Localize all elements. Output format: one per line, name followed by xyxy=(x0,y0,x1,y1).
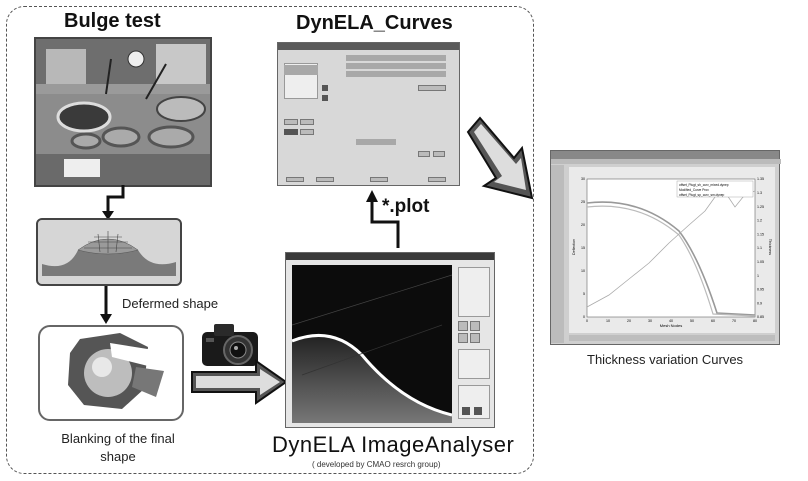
y-right-tick-label: 1.2 xyxy=(757,219,762,223)
blanking-caption-line1: Blanking of the final xyxy=(61,431,175,446)
y-right-tick-label: 1.3 xyxy=(757,191,762,195)
y-right-tick-label: 1.25 xyxy=(757,205,764,209)
x-tick-label: 30 xyxy=(648,319,652,323)
y-left-tick-label: 10 xyxy=(581,269,585,273)
x-tick-label: 80 xyxy=(753,319,757,323)
bulge-test-title: Bulge test xyxy=(64,10,161,32)
x-axis-label: Mesh Nodes xyxy=(660,323,682,328)
legend-entry-1: offset_Plugt_sh_curv_mixed.dynep xyxy=(679,183,729,187)
bulge-test-photo xyxy=(34,37,212,187)
blanking-caption-line2: shape xyxy=(100,449,136,464)
y-left-tick-label: 20 xyxy=(581,223,585,227)
legend-entry-2: Modified_Curve Prox xyxy=(679,188,709,192)
y-left-tick-label: 15 xyxy=(581,246,585,250)
developed-by-label: ( developed by CMAO resrch group) xyxy=(312,460,441,469)
deformed-shape-photo xyxy=(36,218,182,286)
y-right-tick-label: 0.9 xyxy=(757,301,762,305)
arrow-analyser-to-curves xyxy=(366,190,400,248)
arrow-shape-to-blank xyxy=(100,286,112,324)
y-right-tick-label: 1.35 xyxy=(757,177,764,181)
y-right-tick-label: 0.85 xyxy=(757,315,764,319)
deflection-curve-2 xyxy=(586,205,756,317)
y-right-tick-label: 0.95 xyxy=(757,288,764,292)
legend-entry-3: offset_Plugt_sp_curv_sm.dynep xyxy=(679,193,725,197)
y-right-tick-label: 1.15 xyxy=(757,232,764,236)
x-tick-label: 0 xyxy=(586,319,588,323)
arrow-camera-to-analyser xyxy=(191,359,288,405)
arrow-curves-to-chart xyxy=(466,116,534,200)
workflow-group-border xyxy=(6,6,534,474)
x-tick-label: 50 xyxy=(690,319,694,323)
y-left-tick-label: 25 xyxy=(581,200,585,204)
y-right-tick-label: 1 xyxy=(757,274,759,278)
blanking-caption: Blanking of the final shape xyxy=(38,430,198,466)
y-left-tick-label: 5 xyxy=(583,292,585,296)
thickness-curve xyxy=(586,188,756,308)
x-tick-label: 70 xyxy=(732,319,736,323)
arrow-photo-to-shape xyxy=(102,185,125,220)
thickness-curves-caption: Thickness variation Curves xyxy=(587,352,744,367)
image-analyser-title: DynELA ImageAnalyser xyxy=(272,432,515,457)
dynela-curves-title: DynELA_Curves xyxy=(296,12,453,34)
image-analyser-window xyxy=(285,252,495,428)
y-left-tick-label: 30 xyxy=(581,177,585,181)
plot-label: *.plot xyxy=(382,196,430,217)
camera-icon xyxy=(202,324,258,366)
y-right-tick-label: 1.05 xyxy=(757,260,764,264)
y-left-axis-label: Deflection xyxy=(572,239,576,255)
y-right-axis-label: Thickness xyxy=(768,239,772,255)
x-tick-label: 20 xyxy=(627,319,631,323)
x-tick-label: 10 xyxy=(606,319,610,323)
y-left-tick-label: 0 xyxy=(583,315,585,319)
x-tick-label: 40 xyxy=(669,319,673,323)
y-right-tick-label: 1.1 xyxy=(757,246,762,250)
x-tick-label: 60 xyxy=(711,319,715,323)
defermed-shape-label: Defermed shape xyxy=(122,296,219,311)
dynela-curves-window xyxy=(277,42,460,186)
deflection-curve-1 xyxy=(586,201,756,316)
blank-shape-panel xyxy=(38,325,184,421)
